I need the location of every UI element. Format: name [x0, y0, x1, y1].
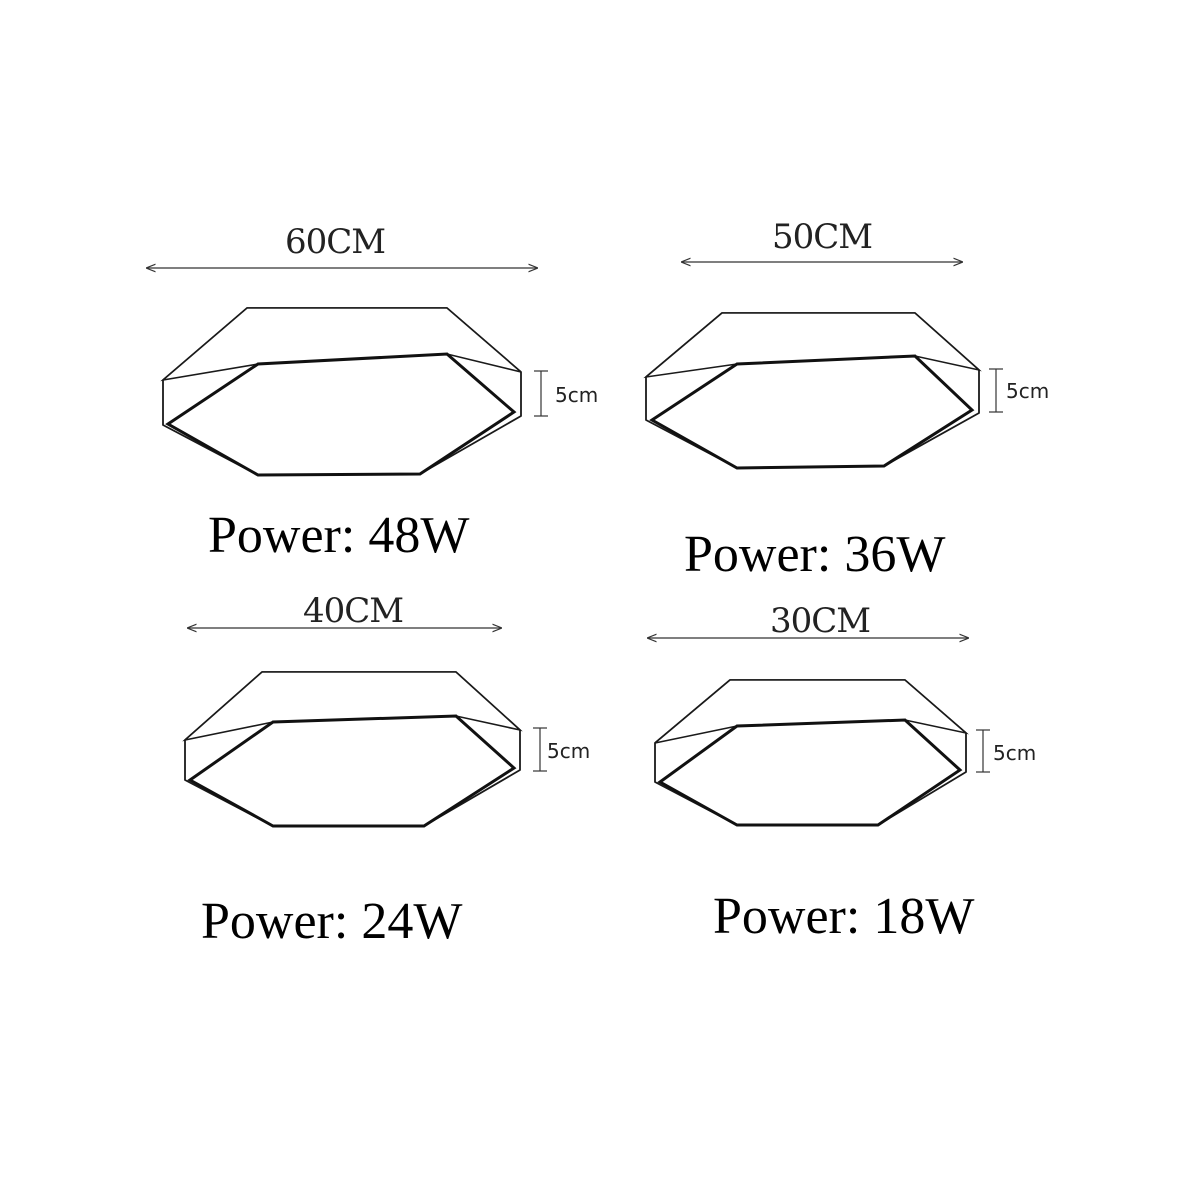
width-label: 60CM	[285, 222, 385, 262]
height-label: 5cm	[547, 739, 590, 763]
power-label: Power: 48W	[208, 507, 469, 564]
lamp-50cm: 50CM 5cm Power: 36W	[643, 217, 1049, 583]
height-label: 5cm	[993, 741, 1036, 765]
lamp-60cm: 60CM 5cm Power: 48W	[147, 222, 598, 564]
lamp-30cm: 30CM 5cm Power: 18W	[648, 601, 1036, 945]
width-label: 30CM	[770, 601, 870, 641]
hexagon-lamp-icon	[643, 312, 982, 470]
height-label: 5cm	[1006, 379, 1049, 403]
hexagon-lamp-icon	[182, 671, 523, 828]
width-label: 40CM	[303, 591, 403, 631]
power-label: Power: 36W	[684, 526, 945, 583]
hexagon-lamp-icon	[160, 307, 522, 477]
height-label: 5cm	[555, 383, 598, 407]
lamp-40cm: 40CM 5cm Power: 24W	[182, 591, 590, 950]
power-label: Power: 18W	[713, 888, 974, 945]
width-label: 50CM	[772, 217, 872, 257]
power-label: Power: 24W	[201, 893, 462, 950]
hexagon-lamp-icon	[654, 679, 969, 827]
